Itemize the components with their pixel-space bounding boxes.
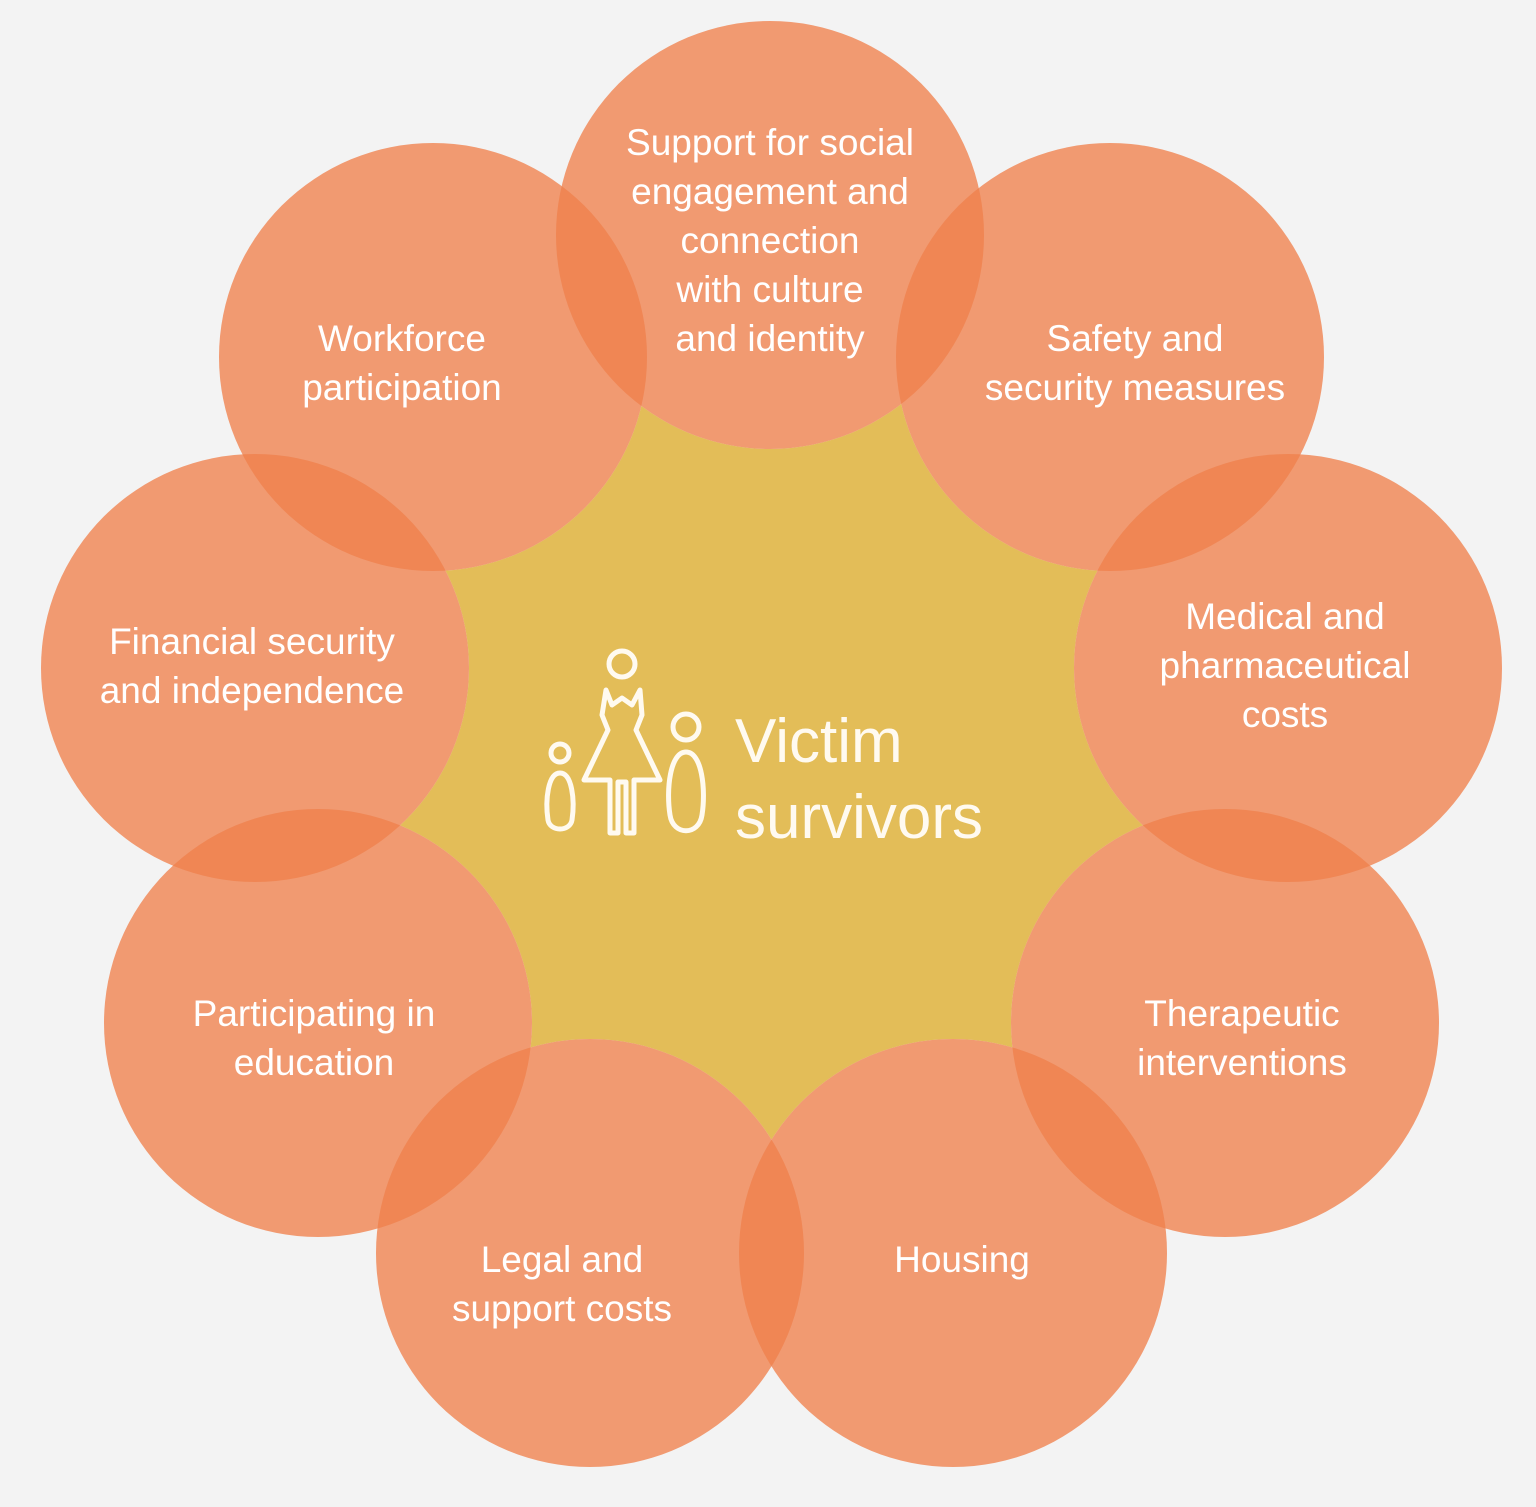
- petal-label-line: and identity: [675, 318, 865, 359]
- petal-circle: [104, 809, 532, 1237]
- petal-label-line: participation: [302, 367, 502, 408]
- petal-6: [104, 809, 532, 1237]
- petal-circle: [739, 1039, 1167, 1467]
- petal-label-line: pharmaceutical: [1160, 645, 1411, 686]
- petal-label-line: with culture: [675, 269, 863, 310]
- petal-7: [41, 454, 469, 882]
- petal-label-line: connection: [681, 220, 860, 261]
- petal-label-line: Safety and: [1047, 318, 1224, 359]
- petal-label-line: Legal and: [481, 1239, 644, 1280]
- petal-label-line: costs: [1242, 694, 1328, 735]
- petal-label-line: support costs: [452, 1288, 672, 1329]
- petal-label-line: security measures: [985, 367, 1285, 408]
- center-title-line-2: survivors: [735, 783, 983, 852]
- petal-label-line: Support for social: [626, 122, 914, 163]
- petal-label-line: engagement and: [631, 171, 909, 212]
- petal-label-line: interventions: [1137, 1042, 1347, 1083]
- petal-circle: [41, 454, 469, 882]
- petal-1: [896, 143, 1324, 571]
- petal-4: [739, 1039, 1167, 1467]
- family-icon: [544, 648, 706, 836]
- petal-label-line: Workforce: [318, 318, 486, 359]
- petal-circle: [1074, 454, 1502, 882]
- petal-label-line: Medical and: [1185, 596, 1385, 637]
- petal-circle: [556, 21, 984, 449]
- petal-label-line: Financial security: [109, 621, 395, 662]
- petal-label-line: Housing: [894, 1239, 1030, 1280]
- petal-2: [1074, 454, 1502, 882]
- petal-label-line: Therapeutic: [1144, 993, 1339, 1034]
- petal-circle: [219, 143, 647, 571]
- petal-label-line: Participating in: [193, 993, 436, 1034]
- petal-label-line: and independence: [100, 670, 405, 711]
- center-title-line-1: Victim: [735, 707, 903, 776]
- petal-8: [219, 143, 647, 571]
- petal-label-line: education: [234, 1042, 394, 1083]
- petal-circle: [896, 143, 1324, 571]
- petal-0: [556, 21, 984, 449]
